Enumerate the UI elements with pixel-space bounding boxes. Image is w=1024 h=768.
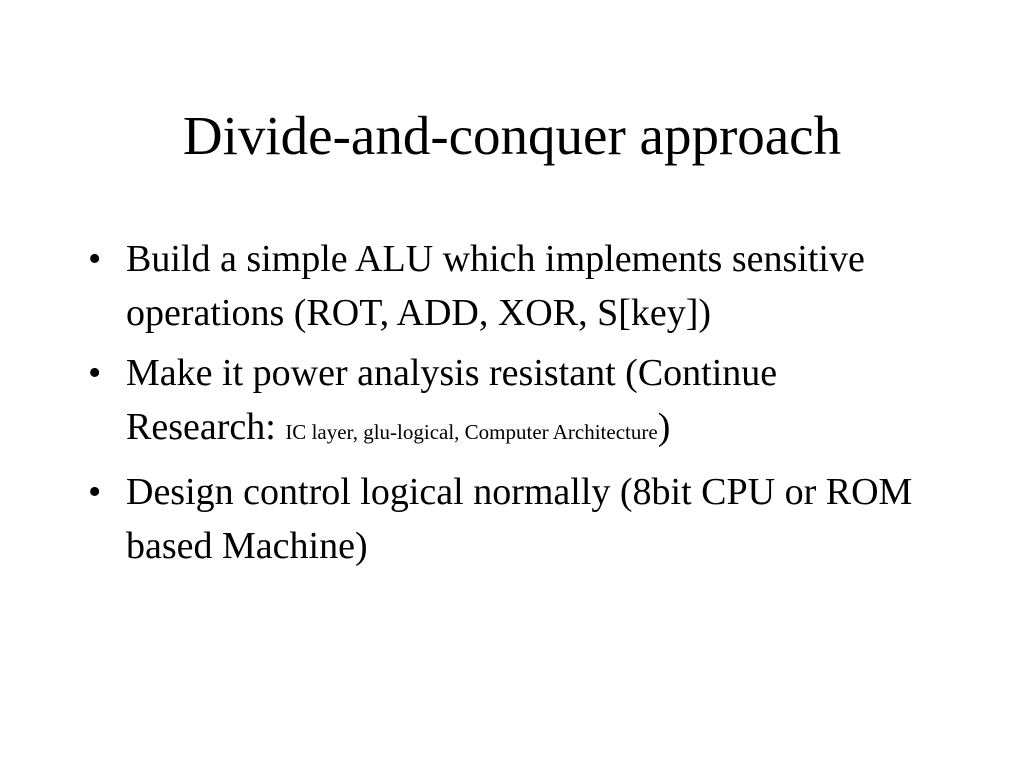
bullet-icon: • xyxy=(88,238,102,280)
bullet-text: Make it power analysis resistant (Contin… xyxy=(126,352,778,448)
bullet-small-text: IC layer, glu-logical, Computer Architec… xyxy=(285,420,658,444)
bullet-icon: • xyxy=(88,471,102,513)
bullet-text-end: ) xyxy=(657,406,671,448)
bullet-icon: • xyxy=(88,352,102,394)
bullet-text: Build a simple ALU which implements sens… xyxy=(126,238,865,334)
bullet-item-alu: • Build a simple ALU which implements se… xyxy=(80,232,930,340)
bullet-list: • Build a simple ALU which implements se… xyxy=(80,232,930,579)
slide-title: Divide-and-conquer approach xyxy=(182,105,842,166)
bullet-item-control-logic: • Design control logical normally (8bit … xyxy=(80,465,930,573)
bullet-item-power-analysis: • Make it power analysis resistant (Cont… xyxy=(80,346,930,459)
bullet-text: Design control logical normally (8bit CP… xyxy=(126,471,913,567)
